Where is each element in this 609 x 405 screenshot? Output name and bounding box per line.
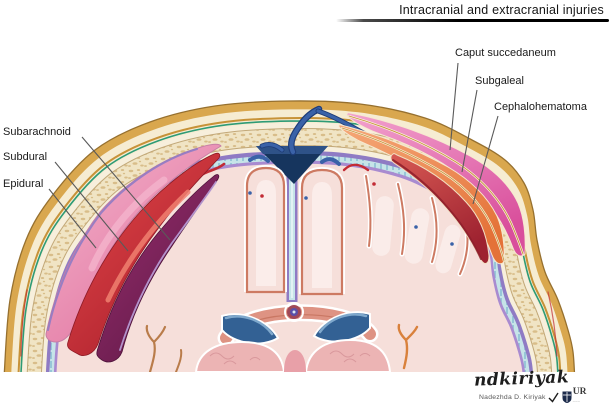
- header-rule: [336, 19, 609, 22]
- label-caput-succedaneum: Caput succedaneum: [455, 47, 556, 59]
- label-subarachnoid: Subarachnoid: [3, 126, 71, 138]
- artist-signature-row: Nadezhda D. Kiriyak UR───: [479, 387, 587, 405]
- leader-lines: [48, 62, 499, 252]
- figure-title: Intracranial and extracranial injuries: [399, 3, 604, 17]
- label-subdural: Subdural: [3, 151, 48, 163]
- artist-signature-name: Nadezhda D. Kiriyak: [479, 393, 546, 401]
- signature-check-icon: [548, 392, 559, 403]
- ur-logo-text: UR───: [572, 387, 587, 405]
- head-layers: [3, 100, 576, 372]
- artist-signature-script: ndkiriyak: [473, 367, 570, 391]
- label-epidural: Epidural: [3, 178, 44, 190]
- label-cephalohematoma: Cephalohematoma: [494, 101, 587, 113]
- ur-logo-subtext: ───: [572, 399, 581, 403]
- label-subgaleal: Subgaleal: [475, 75, 524, 87]
- ur-shield-logo-icon: [562, 391, 572, 403]
